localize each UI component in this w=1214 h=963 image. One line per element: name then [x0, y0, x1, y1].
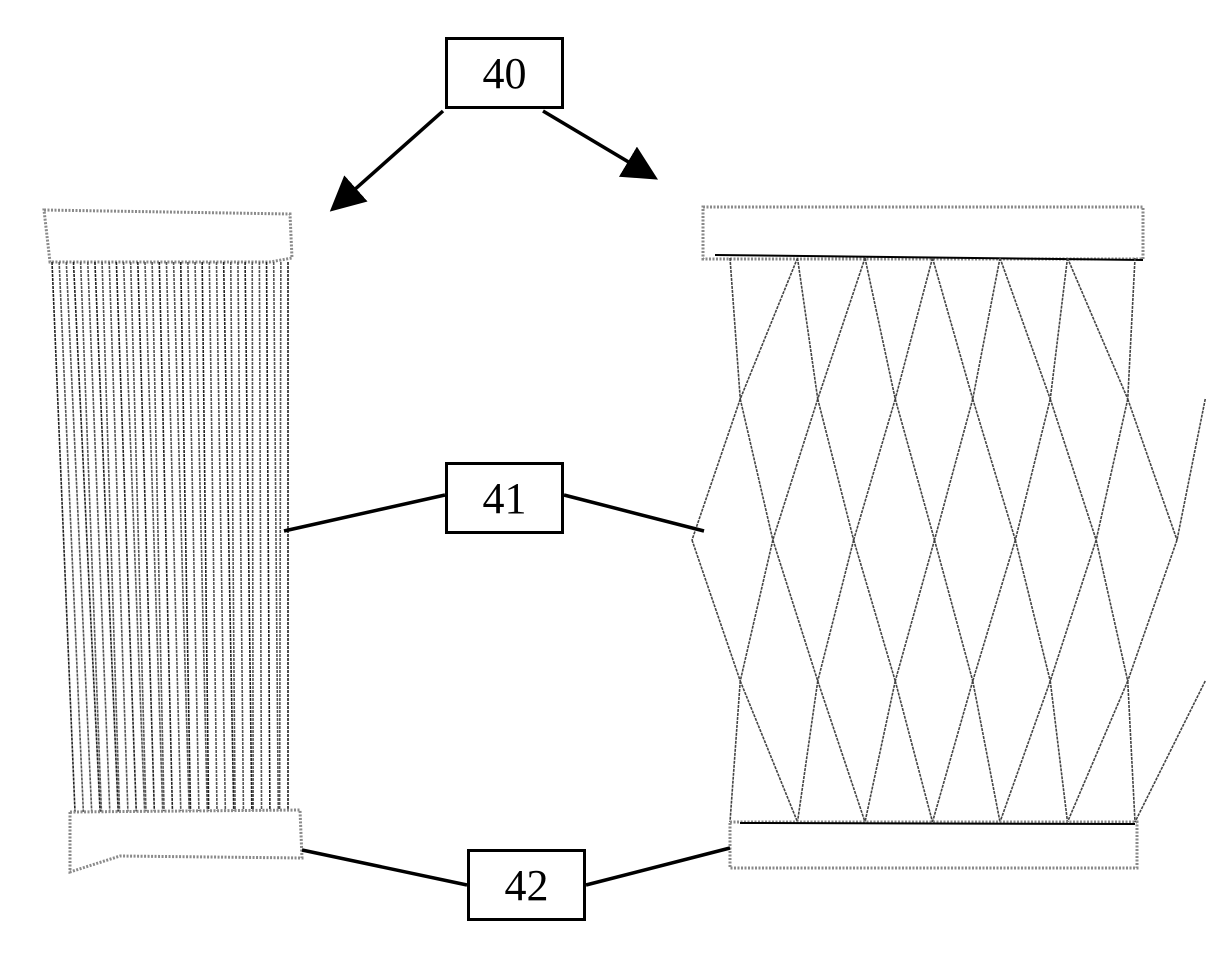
reference-numeral-41: 41 [483, 473, 527, 524]
expanded-stent-strut [1050, 681, 1067, 822]
reference-label-41: 41 [445, 462, 564, 534]
expanded-stent-strut [854, 540, 896, 681]
arrow-40-right [543, 111, 652, 176]
expanded-stent-strut [1177, 399, 1205, 540]
expanded-stent-bottom-band-edge [740, 823, 1135, 824]
leader-41-right [564, 495, 704, 531]
expanded-stent-strut [740, 399, 773, 540]
expanded-stent-strut [730, 681, 740, 822]
reference-numeral-42: 42 [505, 860, 549, 911]
compressed-stent-wire [195, 262, 207, 812]
compressed-stent-wire [124, 262, 145, 812]
expanded-stent-strut [798, 681, 818, 822]
expanded-stent-strut [1050, 399, 1096, 540]
compressed-stent-wire [166, 262, 180, 812]
compressed-stent-wire [216, 262, 225, 812]
compressed-stent-wire [59, 262, 83, 812]
expanded-stent-strut [1050, 258, 1067, 399]
expanded-stent-strut [933, 681, 973, 822]
expanded-stent-strut [933, 258, 973, 399]
reference-label-40: 40 [445, 37, 564, 109]
compressed-stent-wire [102, 262, 119, 812]
compressed-stent-wire [202, 262, 208, 812]
expanded-stent-mesh [692, 258, 1205, 822]
expanded-stent-strut [1068, 258, 1128, 399]
expanded-stent-strut [895, 540, 934, 681]
leader-42-left [302, 850, 467, 885]
expanded-stent-strut [1128, 540, 1177, 681]
compressed-stent-wire [280, 262, 281, 812]
expanded-stent-strut [854, 399, 896, 540]
expanded-stent-strut [1000, 258, 1050, 399]
expanded-stent-strut [730, 258, 740, 399]
expanded-stent-strut [935, 399, 973, 540]
compressed-stent-wire [259, 262, 261, 812]
expanded-stent-strut [1128, 681, 1135, 822]
expanded-stent-strut [818, 258, 865, 399]
compressed-stent-bottom-band [70, 810, 302, 872]
expanded-stent-bottom-band [730, 822, 1137, 868]
compressed-stent-wire [138, 262, 155, 812]
expanded-stent-strut [692, 399, 740, 540]
compressed-stent-wire [159, 262, 172, 812]
expanded-stent-strut [865, 258, 895, 399]
compressed-stent-wire [267, 262, 270, 812]
expanded-stent-strut [1128, 258, 1135, 399]
compressed-stent-wires [52, 262, 288, 812]
expanded-stent-strut [973, 540, 1016, 681]
expanded-stent-strut [895, 258, 932, 399]
expanded-stent-strut [1135, 681, 1205, 822]
expanded-stent-strut [1096, 399, 1128, 540]
compressed-stent-wire [209, 262, 217, 812]
compressed-stent-wire [152, 262, 164, 812]
compressed-stent-wire [131, 262, 146, 812]
expanded-stent-strut [1128, 399, 1177, 540]
expanded-stent-top-band [703, 207, 1143, 259]
arrow-40-left [335, 111, 443, 207]
expanded-stent-strut [773, 399, 818, 540]
compressed-stent [44, 210, 302, 872]
compressed-stent-wire [95, 262, 118, 812]
expanded-stent-strut [773, 540, 818, 681]
compressed-stent-wire [245, 262, 252, 812]
reference-numeral-40: 40 [483, 48, 527, 99]
expanded-stent-strut [740, 258, 797, 399]
expanded-stent-strut [1050, 540, 1096, 681]
reference-label-42: 42 [467, 849, 586, 921]
expanded-stent-strut [973, 399, 1016, 540]
compressed-stent-wire [252, 262, 253, 812]
expanded-stent-strut [692, 540, 740, 681]
compressed-stent-wire [238, 262, 244, 812]
expanded-stent-strut [1068, 681, 1128, 822]
leader-41-left [284, 495, 445, 531]
compressed-stent-top-band [44, 210, 292, 262]
expanded-stent-strut [895, 399, 934, 540]
expanded-stent-strut [740, 540, 773, 681]
expanded-stent-strut [973, 681, 1000, 822]
leader-42-right [586, 848, 730, 885]
expanded-stent-strut [973, 258, 1000, 399]
compressed-stent-wire [174, 262, 190, 812]
compressed-stent-wire [73, 262, 100, 812]
expanded-stent-strut [1000, 681, 1050, 822]
expanded-stent-strut [818, 540, 854, 681]
expanded-stent-strut [1096, 540, 1128, 681]
compressed-stent-wire [274, 262, 279, 812]
expanded-stent-strut [818, 681, 865, 822]
expanded-stent-strut [865, 681, 895, 822]
compressed-stent-wire [66, 262, 91, 812]
expanded-stent-strut [1015, 399, 1050, 540]
compressed-stent-wire [231, 262, 235, 812]
expanded-stent-strut [740, 681, 797, 822]
expanded-stent [692, 207, 1205, 868]
expanded-stent-strut [935, 540, 973, 681]
expanded-stent-strut [1015, 540, 1050, 681]
expanded-stent-strut [818, 399, 854, 540]
expanded-stent-strut [895, 681, 932, 822]
expanded-stent-strut [798, 258, 818, 399]
